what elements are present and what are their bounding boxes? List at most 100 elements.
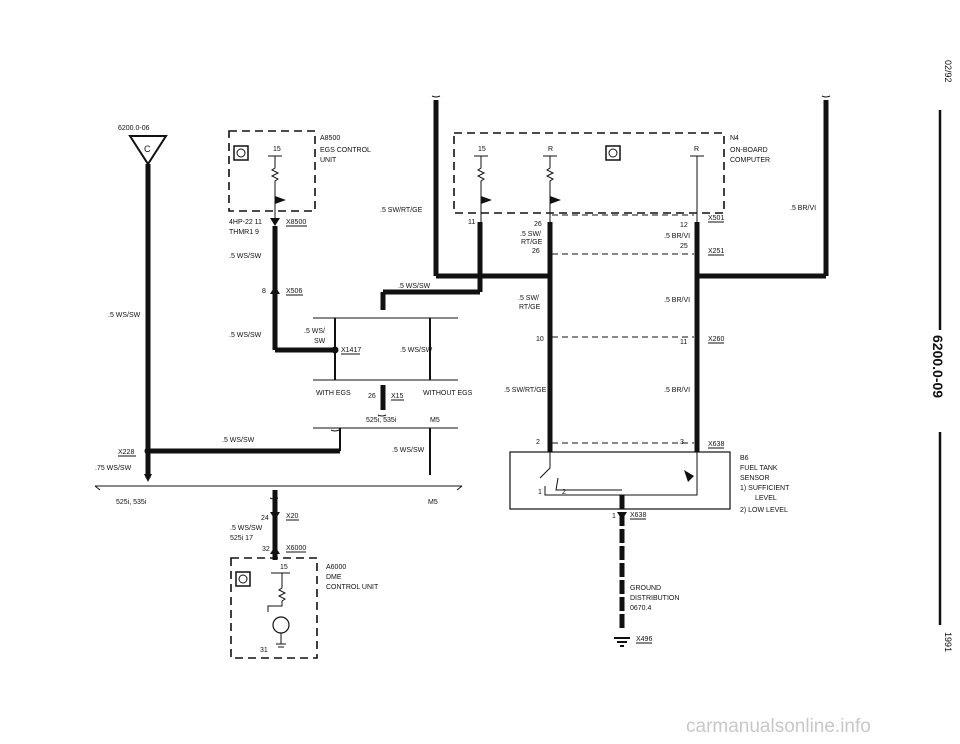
a6000-resistor	[267, 573, 287, 612]
conn-arrow-x506	[270, 286, 280, 294]
doc-code: 6200.0-06	[118, 125, 150, 132]
a8500-line2: UNIT	[320, 157, 337, 164]
ecu-icon-n4	[605, 145, 621, 161]
ecu-icon-n4-inner	[608, 148, 618, 158]
n4-transistor1-icon	[481, 196, 492, 204]
n4-pin15: 15	[478, 146, 486, 153]
ref-triangle-icon	[128, 135, 168, 166]
conn-x260: X260	[708, 336, 724, 343]
wire-label-rtge: RT/GE	[521, 239, 543, 246]
wire-label-swb: .5 SW/	[518, 295, 539, 302]
ecu-icon-a6000	[235, 571, 251, 587]
pin-3: 3	[680, 439, 684, 446]
b6-line2: SENSOR	[740, 475, 770, 482]
wire-label-b: .5 WS/SW	[229, 253, 262, 260]
n4-line2: COMPUTER	[730, 157, 770, 164]
date-label: 02/92	[943, 60, 953, 83]
conn-x15: X15	[391, 393, 404, 400]
option-models-a: 525i, 535i	[366, 417, 397, 424]
pin-24: 24	[261, 515, 269, 522]
wire-label-sw: SW	[314, 338, 326, 345]
watermark: carmanualsonline.info	[686, 716, 871, 737]
pin-525: 525i 17	[230, 535, 253, 542]
ecu-icon-a6000-inner	[238, 574, 248, 584]
pin-8: 8	[262, 288, 266, 295]
b6-wire1	[544, 486, 622, 496]
wire-label-mid: .5 WS/SW	[400, 347, 433, 354]
b6-sensor-icon	[684, 470, 694, 482]
a8500-line1: EGS CONTROL	[320, 147, 371, 154]
ground-line2: DISTRIBUTION	[630, 595, 679, 602]
pin-2: 2	[536, 439, 540, 446]
wire-label-brvi2: .5 BR/VI	[790, 205, 816, 212]
wire-label-f: .5 WS/SW	[230, 525, 263, 532]
ground-line1: GROUND	[630, 585, 661, 592]
wire-label-rtge2: RT/GE	[519, 304, 541, 311]
wire-label-e: .5 WS/SW	[222, 437, 255, 444]
conn-x501: X501	[708, 215, 724, 222]
ground-line3: 0670.4	[630, 605, 652, 612]
ground-icon	[614, 637, 630, 647]
option-without-egs: WITHOUT EGS	[423, 390, 473, 397]
b6-wire3	[622, 452, 698, 496]
n4-box	[453, 132, 725, 214]
conn-x506: X506	[286, 288, 302, 295]
a6000-pin15: 15	[280, 564, 288, 571]
conn-x228: X228	[118, 449, 134, 456]
a6000-pin31: 31	[260, 647, 268, 654]
a6000-line2: CONTROL UNIT	[326, 584, 379, 591]
a6000-id: A6000	[326, 564, 346, 571]
wire-label-brvi: .5 BR/VI	[664, 233, 690, 240]
pin-12: 12	[680, 222, 688, 229]
wire-label-left: .5 WS/SW	[108, 312, 141, 319]
ref-letter: C	[144, 144, 151, 154]
pin-11a: 11	[468, 219, 475, 226]
option-m5-a: M5	[430, 417, 440, 424]
option-with-egs: WITH EGS	[316, 390, 351, 397]
pin-26b: 26	[534, 221, 542, 228]
conn-x638b: X638	[630, 512, 646, 519]
a6000-ground-icon	[276, 643, 286, 648]
arrow-left-main	[144, 474, 152, 482]
wire-label-brvi4: .5 BR/VI	[664, 387, 690, 394]
option-m5-b: M5	[428, 499, 438, 506]
ecu-icon-a8500-inner	[236, 148, 246, 158]
pin-thmr: THMR1 9	[229, 229, 259, 236]
pin-10: 10	[536, 336, 544, 343]
ground-conn: X496	[636, 636, 652, 643]
n4-pin-r1: R	[548, 146, 553, 153]
pin-1: 1	[612, 513, 616, 520]
n4-id: N4	[730, 135, 739, 142]
wire-label-swa: .5 SW/	[520, 231, 541, 238]
conn-x8500: X8500	[286, 219, 306, 226]
pin-26a: 26	[368, 393, 376, 400]
wire-label-swrtge2: .5 SW/RT/GE	[504, 387, 547, 394]
conn-x20: X20	[286, 513, 299, 520]
n4-line1: ON-BOARD	[730, 147, 768, 154]
wire-label-swrtge: .5 SW/RT/GE	[380, 207, 423, 214]
wire-label-split: .5 WS/	[304, 328, 325, 335]
conn-arrow-x6000	[270, 546, 280, 554]
a8500-resistor	[270, 156, 280, 192]
pin-26c: 26	[532, 248, 540, 255]
n4-transistor2-icon	[550, 196, 561, 204]
a6000-line1: DME	[326, 574, 342, 581]
a8500-pin15: 15	[273, 146, 281, 153]
n4-pin-r2: R	[694, 146, 699, 153]
conn-arrow-x638b	[617, 512, 627, 520]
year-label: 1991	[943, 632, 953, 652]
bus-tick-left	[94, 485, 101, 491]
a8500-transistor-icon	[275, 196, 286, 204]
conn-arrow-x20	[270, 512, 280, 520]
wire-label-75: .75 WS/SW	[95, 465, 132, 472]
a8500-box	[228, 130, 316, 212]
conn-x638: X638	[708, 441, 724, 448]
pin-11b: 11	[680, 339, 687, 346]
b6-id: B6	[740, 455, 749, 462]
b6-item2: 2) LOW LEVEL	[740, 507, 788, 514]
pin-25: 25	[680, 243, 688, 250]
wire-label-c: .5 WS/SW	[229, 332, 262, 339]
b6-switch-icon	[539, 452, 551, 479]
